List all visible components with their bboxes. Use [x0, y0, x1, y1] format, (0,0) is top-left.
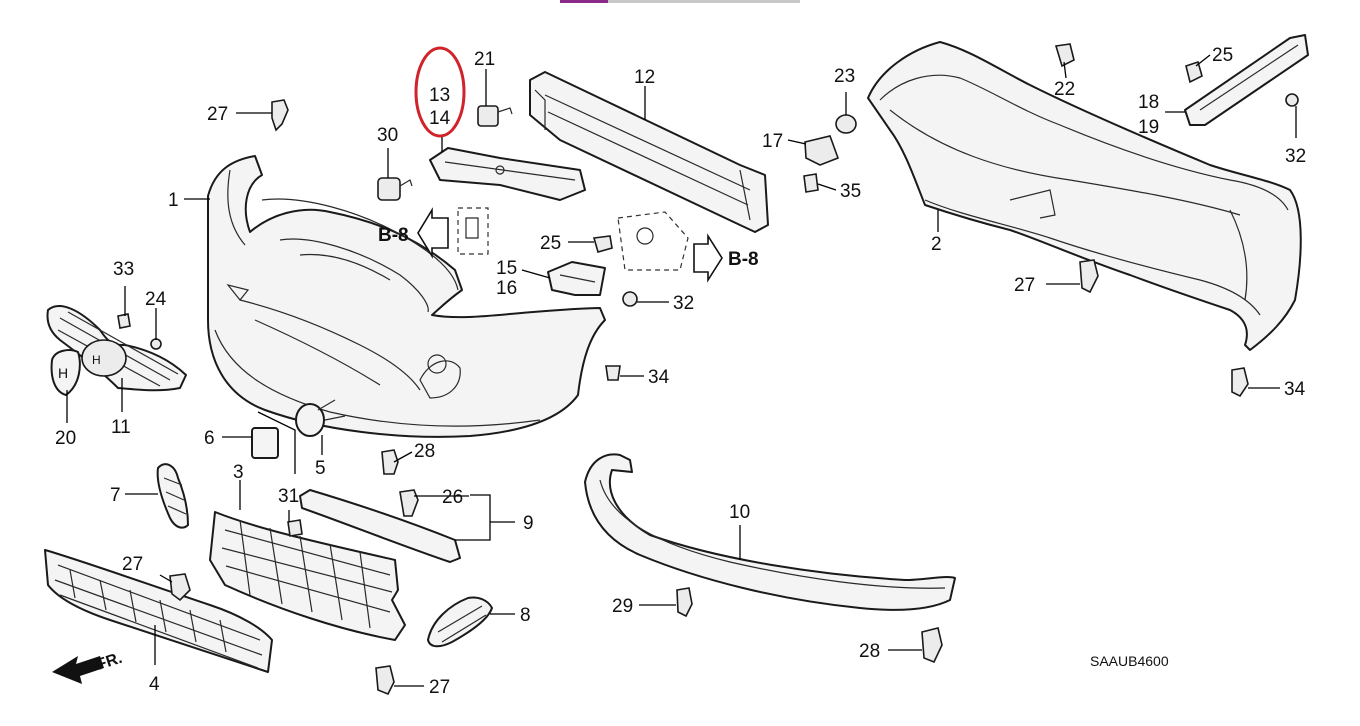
callout-21: 21	[474, 49, 495, 70]
callout-16: 16	[496, 278, 517, 299]
upper-grille: H	[46, 305, 187, 392]
callout-12: 12	[634, 67, 655, 88]
callout-1: 1	[168, 190, 179, 211]
callout-9: 9	[523, 513, 534, 534]
front-marker-label: FR.	[95, 650, 125, 674]
ref-arrow-left	[417, 207, 449, 259]
license-molding	[299, 489, 461, 563]
callout-7: 7	[110, 485, 121, 506]
callout-31: 31	[278, 486, 299, 507]
emblem: H	[50, 349, 81, 396]
callout-10: 10	[729, 502, 750, 523]
side-grille-left	[156, 463, 189, 529]
callout-34: 34	[648, 367, 670, 388]
callout-27b: 27	[1014, 275, 1035, 296]
callout-6: 6	[204, 428, 215, 449]
callout-27: 27	[207, 104, 228, 125]
callout-25: 25	[540, 233, 561, 254]
front-lip-spoiler	[584, 453, 956, 611]
callout-3: 3	[233, 462, 244, 483]
callout-25b: 25	[1212, 45, 1233, 66]
callout-33: 33	[113, 259, 134, 280]
callout-22: 22	[1054, 79, 1075, 100]
side-grille-right	[427, 596, 493, 648]
callout-labels: 1 2 3 4 5 6 7 8 9 10 11 12 13 14 15 16 1…	[55, 45, 1306, 698]
callout-2: 2	[931, 234, 942, 255]
fasteners	[117, 43, 1299, 696]
callout-28: 28	[414, 441, 435, 462]
lower-grille-frame	[44, 549, 273, 673]
front-bumper-beam	[529, 71, 769, 233]
ref-arrow-right	[693, 233, 723, 283]
leader-lines	[66, 54, 1297, 687]
callout-4: 4	[149, 674, 160, 695]
rear-bumper-face	[867, 41, 1302, 351]
callout-27d: 27	[429, 677, 450, 698]
diagram-code: SAAUB4600	[1090, 653, 1169, 669]
callout-30: 30	[377, 125, 398, 146]
callout-29: 29	[612, 596, 633, 617]
callout-32b: 32	[1285, 146, 1306, 167]
lower-grille	[209, 511, 406, 641]
callout-20: 20	[55, 428, 76, 449]
callout-17: 17	[762, 131, 783, 152]
ref-b8-right: B-8	[728, 249, 759, 270]
highlight-circle	[414, 46, 466, 138]
cover-plate	[251, 427, 279, 459]
callout-24: 24	[145, 289, 167, 310]
top-scroll-bar	[560, 0, 800, 3]
callout-18: 18	[1138, 92, 1159, 113]
fog-cover	[295, 399, 346, 437]
callout-34b: 34	[1284, 379, 1306, 400]
callout-19: 19	[1138, 117, 1159, 138]
callout-28b: 28	[859, 641, 880, 662]
callout-26: 26	[442, 487, 463, 508]
callout-14: 14	[429, 108, 451, 129]
front-direction-arrow	[52, 656, 104, 684]
rear-side-spacer	[1184, 34, 1309, 126]
callout-27c: 27	[122, 554, 143, 575]
callout-35: 35	[840, 181, 861, 202]
callout-13: 13	[429, 85, 450, 106]
top-scroll-indicator	[560, 0, 608, 3]
callout-15: 15	[496, 258, 517, 279]
ref-b8-left: B-8	[378, 225, 409, 246]
svg-text:H: H	[58, 365, 68, 381]
beam-bracket	[429, 147, 586, 201]
callout-5: 5	[315, 458, 326, 479]
callout-32: 32	[673, 293, 694, 314]
side-spacer	[547, 261, 606, 296]
front-bumper-face	[207, 155, 606, 438]
callout-8: 8	[520, 605, 531, 626]
svg-text:H: H	[92, 353, 101, 367]
callout-11: 11	[111, 417, 131, 438]
callout-23: 23	[834, 66, 855, 87]
